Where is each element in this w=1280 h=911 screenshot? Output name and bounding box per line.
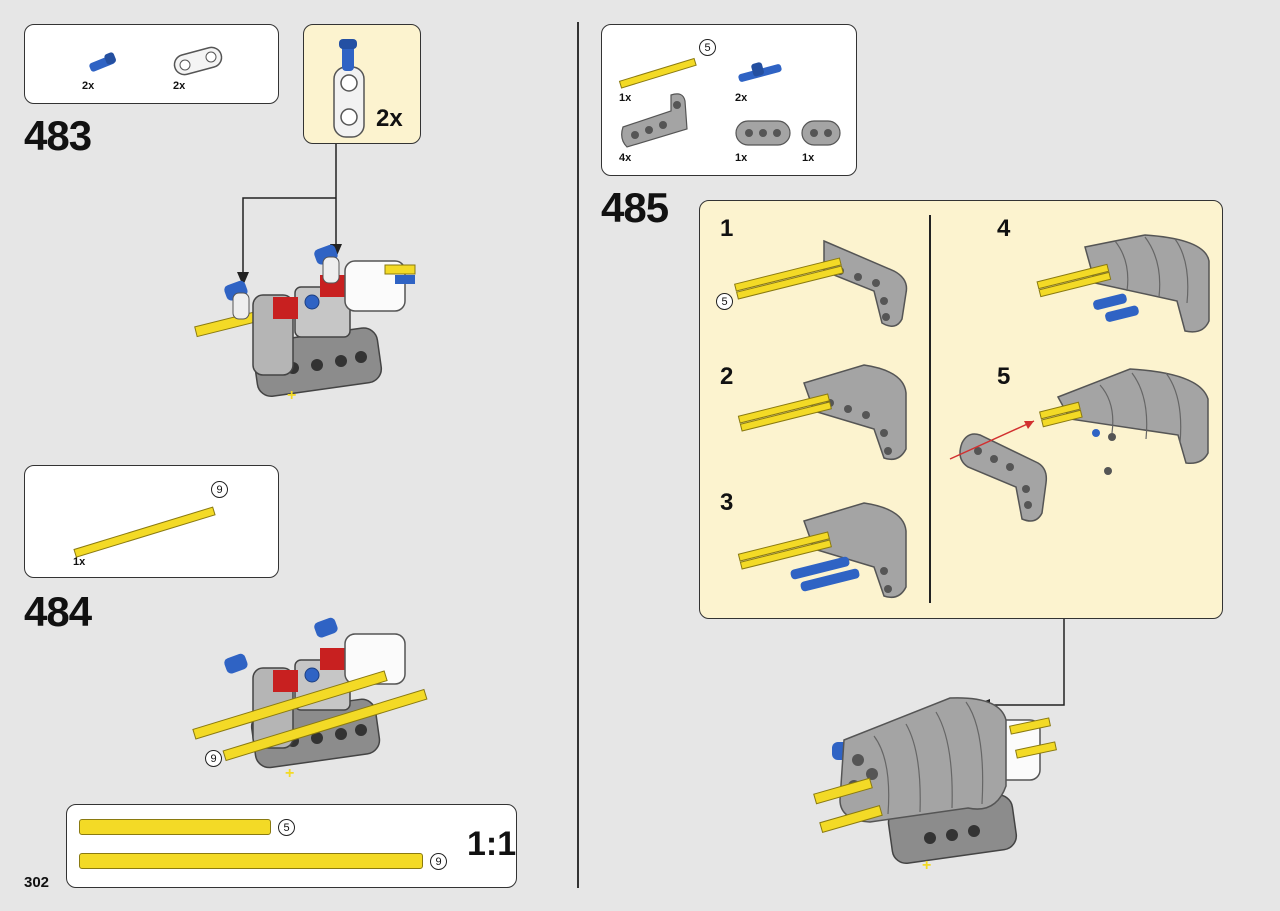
grey-beam-3-icon [735,120,791,146]
length-badge: 5 [278,819,295,836]
grey-l-beam-icon [621,93,688,148]
white-connector-icon [173,46,223,76]
callout-qty: 2x [376,105,403,132]
length-badge: 9 [430,853,447,870]
substep-3-model [737,502,907,599]
step-number: 483 [24,112,92,159]
yellow-axle-5-ruler [79,819,271,835]
svg-text:+: + [922,857,931,874]
part-qty: 1x [619,92,632,104]
part-qty: 2x [735,92,748,104]
parts-list-485: 5 1x 2x 4x 1x 1x [601,24,857,176]
part-qty: 1x [73,556,86,568]
white-connector-with-pin-icon [333,39,365,138]
substep-1-model [734,239,908,327]
sub-assembly-callout: 2x [303,24,421,144]
model-step-485: + [813,697,1057,874]
svg-text:+: + [287,387,296,404]
svg-text:+: + [285,765,294,782]
parts-list-483: 2x 2x [24,24,279,104]
part-qty: 4x [619,152,632,164]
yellow-axle-5-icon [618,57,697,89]
substep-4-model [1036,234,1210,333]
substep-label: 4 [997,215,1011,242]
substep-label: 5 [997,363,1011,390]
model-step-484: + [192,617,428,782]
page-divider [577,22,579,888]
step-number: 484 [24,588,92,635]
scale-ruler: 5 9 1:1 [66,804,517,888]
blue-axle-pin-icon [89,52,116,72]
parts-list-484: 9 1x [24,465,279,578]
part-qty: 2x [173,80,186,92]
model-step-483: + [194,244,416,404]
scale-label: 1:1 [467,825,517,863]
substep-panel: 1 5 2 3 4 5 [699,200,1223,619]
substep-divider [929,215,931,603]
step-number: 485 [601,184,669,231]
substep-label: 2 [720,363,734,390]
blue-axle-pin-icon [738,62,782,82]
substep-label: 3 [720,489,734,516]
yellow-axle-9-icon [73,506,216,558]
length-badge: 9 [211,481,228,498]
length-badge: 5 [699,39,716,56]
page-number: 302 [24,874,50,891]
length-badge: 5 [716,293,733,310]
substep-5-model [949,368,1209,522]
substep-2-model [737,364,907,461]
yellow-axle-9-ruler [79,853,423,869]
grey-beam-2-icon [801,120,841,146]
length-badge: 9 [205,750,222,767]
part-qty: 2x [82,80,95,92]
substep-label: 1 [720,215,734,242]
part-qty: 1x [802,152,815,164]
part-qty: 1x [735,152,748,164]
